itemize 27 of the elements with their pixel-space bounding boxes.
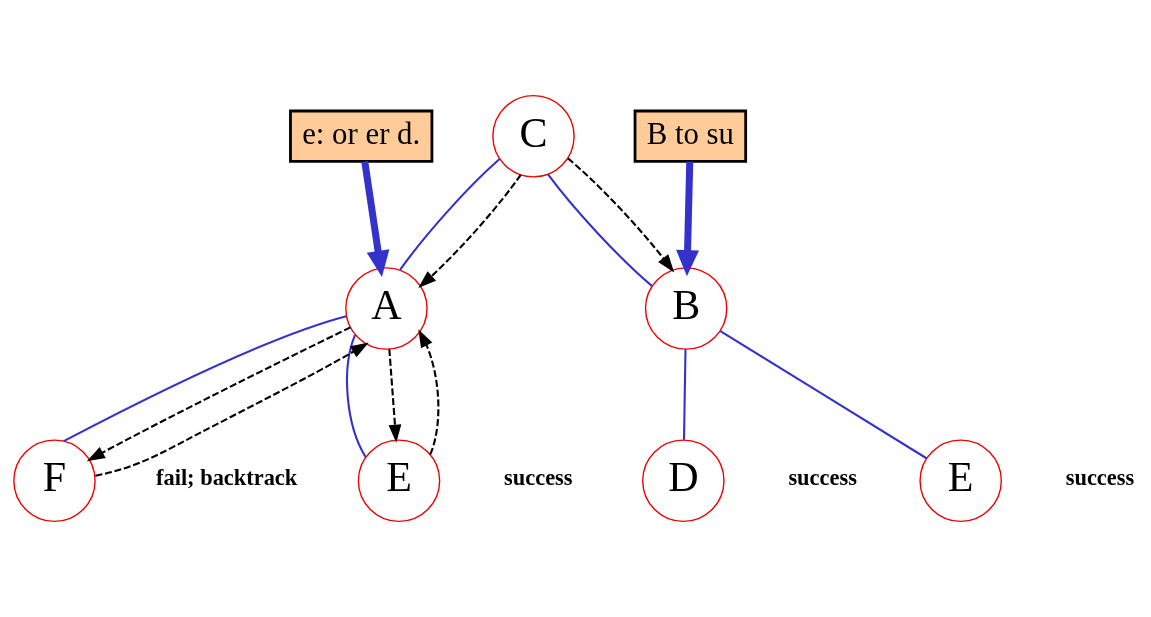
arrow bbox=[567, 157, 675, 273]
node-circle: E bbox=[919, 439, 1002, 523]
node-label: success bbox=[504, 464, 573, 490]
connector bbox=[682, 349, 687, 440]
connector bbox=[547, 173, 653, 287]
node-label: success bbox=[1065, 464, 1135, 490]
node-box: e: or er d. bbox=[289, 109, 434, 163]
node-circle: A bbox=[345, 267, 428, 350]
node-label: success bbox=[788, 464, 857, 490]
node-circle: C bbox=[492, 94, 575, 178]
connector bbox=[399, 158, 501, 271]
connector bbox=[719, 330, 927, 460]
node-circle: E bbox=[357, 439, 441, 523]
node-label: fail; backtrack bbox=[156, 464, 298, 490]
connector bbox=[346, 334, 367, 458]
arrow bbox=[388, 349, 402, 443]
node-circle: F bbox=[13, 439, 96, 523]
node-box: B to su bbox=[633, 109, 748, 163]
connector bbox=[63, 315, 347, 443]
arrow bbox=[418, 329, 440, 455]
arrow bbox=[95, 342, 369, 477]
arrow bbox=[86, 326, 351, 462]
arrow bbox=[676, 161, 700, 277]
arrow bbox=[418, 174, 522, 289]
node-circle: B bbox=[644, 267, 728, 350]
arrow bbox=[361, 161, 390, 277]
node-circle: D bbox=[642, 439, 725, 523]
